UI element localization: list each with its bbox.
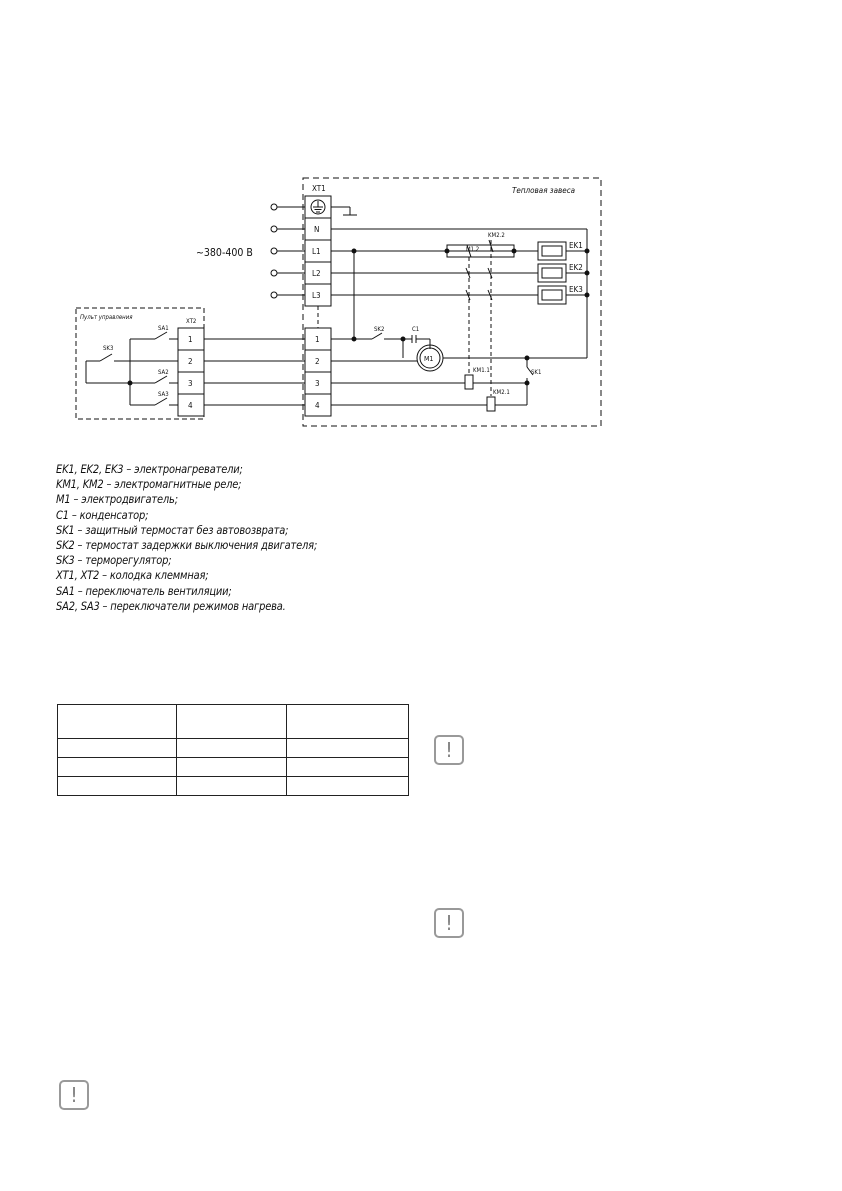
phase-wires: [331, 248, 538, 342]
xt1-terminal-n: N: [314, 225, 319, 234]
xt1-terminal-4: 4: [315, 401, 320, 410]
xt1-terminal-l1: L1: [312, 247, 321, 256]
component-legend: EK1, EK2, EK3 – электронагреватели; KM1,…: [56, 462, 436, 614]
sa2-label: SA2: [158, 369, 169, 376]
wiring-diagram: XT1 N L1 L2 L3 1 2 3 4 XT2 1 2 3 4 Тепло…: [75, 177, 602, 427]
supply-terminals: [270, 203, 305, 299]
table-cell: [176, 776, 287, 796]
control-switches: [85, 331, 178, 406]
table-cell: [57, 776, 177, 796]
xt1-terminal-l2: L2: [312, 269, 321, 278]
enclosure-label: Тепловая завеса: [512, 186, 575, 195]
table-row: [57, 704, 409, 739]
km2-2-label: KM2.2: [488, 232, 505, 239]
km1-2-contact: [444, 239, 517, 258]
ek1-label: EK1: [569, 241, 583, 250]
m1-label: M1: [424, 355, 433, 363]
legend-item: KM1, KM2 – электромагнитные реле;: [56, 477, 242, 492]
table-cell: [286, 776, 409, 796]
legend-item: SA2, SA3 – переключатели режимов нагрева…: [56, 598, 286, 613]
table-row: [57, 738, 409, 758]
legend-item: SK2 – термостат задержки выключения двиг…: [56, 538, 318, 553]
legend-item: EK1, EK2, EK3 – электронагреватели;: [56, 462, 243, 476]
table-cell: [57, 757, 177, 777]
heaters: [537, 241, 590, 305]
control-panel-label: Пульт управления: [80, 314, 133, 321]
control-panel-boundary: [75, 307, 205, 420]
spec-table: [57, 704, 409, 796]
sk3-label: SK3: [103, 345, 113, 352]
motor-circuit: [331, 332, 530, 372]
xt2-label: XT2: [186, 318, 196, 325]
legend-item: SA1 – переключатель вентиляции;: [56, 583, 232, 598]
table-cell: [176, 757, 287, 777]
table-row: [57, 757, 409, 777]
xt1-terminal-l3: L3: [312, 291, 321, 300]
sk2-label: SK2: [374, 326, 384, 333]
relay-coils: [331, 358, 534, 412]
xt1-terminal-1: 1: [315, 335, 320, 344]
xt1-terminal-3: 3: [315, 379, 320, 388]
xt2-terminal-2: 2: [188, 357, 193, 366]
legend-item: M1 – электродвигатель;: [56, 492, 178, 507]
exclamation-icon: !: [434, 735, 464, 765]
enclosure-boundary: [302, 177, 602, 427]
legend-item: SK1 – защитный термостат без автовозврат…: [56, 522, 289, 537]
table-row: [57, 776, 409, 796]
sa1-label: SA1: [158, 325, 169, 332]
ek3-label: EK3: [569, 285, 583, 294]
supply-label: ~380-400 В: [196, 247, 253, 259]
sa3-label: SA3: [158, 391, 169, 398]
table-cell: [286, 738, 409, 758]
table-cell: [286, 704, 409, 739]
km1-2-label: M1.2: [466, 246, 479, 253]
km1-1-label: KM1.1: [473, 367, 490, 374]
table-cell: [57, 738, 177, 758]
legend-item: SK3 – терморегулятор;: [56, 553, 172, 568]
ground-icon: [310, 199, 357, 216]
xt1-label: XT1: [312, 184, 326, 193]
table-cell: [176, 738, 287, 758]
exclamation-icon: !: [434, 908, 464, 938]
exclamation-icon: !: [59, 1080, 89, 1110]
ek2-label: EK2: [569, 263, 583, 272]
xt2-terminal-1: 1: [188, 335, 193, 344]
xt1-terminal-2: 2: [315, 357, 320, 366]
xt2-terminal-4: 4: [188, 401, 193, 410]
legend-item: C1 – конденсатор;: [56, 507, 149, 522]
legend-item: XT1, XT2 – колодка клеммная;: [56, 568, 209, 583]
table-cell: [286, 757, 409, 777]
table-cell: [57, 704, 177, 739]
c1-label: C1: [412, 326, 419, 333]
table-cell: [176, 704, 287, 739]
km2-1-label: KM2.1: [493, 389, 510, 396]
xt2-terminal-3: 3: [188, 379, 193, 388]
sk1-label: SK1: [531, 369, 541, 376]
